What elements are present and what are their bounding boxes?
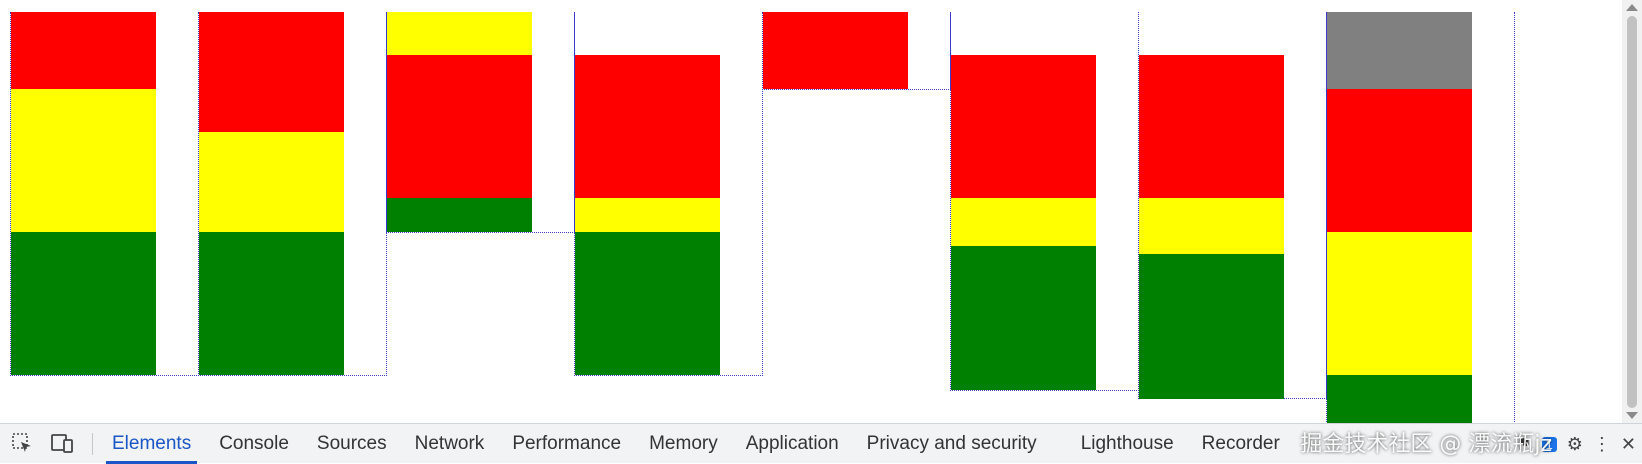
flex-container-3 (386, 12, 575, 233)
yellow-block (11, 89, 156, 232)
flex-container-5 (762, 12, 951, 90)
red-block (1327, 89, 1472, 232)
yellow-block (951, 198, 1096, 246)
toolbar-divider (92, 433, 93, 455)
vertical-scrollbar[interactable] (1622, 0, 1642, 423)
tab-sources[interactable]: Sources (316, 433, 387, 454)
issues-icon[interactable]: ⚑ (1515, 433, 1532, 454)
scrollbar-thumb[interactable] (1627, 16, 1637, 408)
red-block (575, 55, 720, 198)
tab-application[interactable]: Application (745, 433, 839, 454)
flex-container-6 (950, 12, 1139, 391)
devtools-right-actions: ⚑ 1 ⚙ ⋮ ✕ (1515, 424, 1636, 464)
yellow-block (1139, 198, 1284, 254)
green-block (11, 232, 156, 375)
gear-icon[interactable]: ⚙ (1566, 433, 1583, 454)
page-viewport (10, 12, 1515, 423)
green-block (575, 232, 720, 375)
yellow-block (387, 12, 532, 55)
devtools-toolbar: Elements Console Sources Network Perform… (0, 423, 1642, 464)
close-icon[interactable]: ✕ (1620, 433, 1636, 454)
red-block (951, 55, 1096, 198)
red-block (11, 12, 156, 89)
yellow-block (199, 132, 344, 232)
more-options-icon[interactable]: ⋮ (1592, 433, 1611, 454)
green-block (951, 246, 1096, 390)
tab-privacy-and-security[interactable]: Privacy and security (866, 433, 1037, 454)
red-block (387, 55, 532, 198)
device-toolbar-icon[interactable] (50, 432, 74, 456)
watermark: 掘金技术社区 @ 漂流瓶jz (1300, 432, 1552, 457)
green-block (1327, 375, 1472, 423)
tab-elements[interactable]: Elements (98, 424, 205, 464)
green-block (199, 232, 344, 375)
scroll-down-arrow-icon[interactable] (1626, 412, 1638, 419)
scroll-up-arrow-icon[interactable] (1626, 4, 1638, 11)
yellow-block (575, 198, 720, 232)
red-block (763, 12, 908, 89)
yellow-block (1327, 232, 1472, 375)
tab-lighthouse[interactable]: Lighthouse (1080, 433, 1174, 454)
inspect-element-icon[interactable] (10, 432, 34, 456)
red-block (1139, 55, 1284, 198)
tab-console[interactable]: Console (219, 433, 289, 454)
tab-performance[interactable]: Performance (512, 433, 622, 454)
flex-container-7 (1138, 12, 1327, 399)
tab-network[interactable]: Network (414, 433, 485, 454)
flex-container-4 (574, 12, 763, 376)
tab-recorder[interactable]: Recorder (1201, 433, 1280, 454)
devtools-tabs: Elements Console Sources Network Perform… (98, 424, 1294, 464)
flex-container-2 (198, 12, 387, 376)
flex-container-8 (1326, 12, 1515, 423)
green-block (1139, 254, 1284, 399)
gray-block (1327, 12, 1472, 89)
red-block (199, 12, 344, 132)
green-block (387, 198, 532, 232)
tab-memory[interactable]: Memory (649, 433, 718, 454)
issues-count-badge[interactable]: 1 (1541, 436, 1557, 452)
flex-container-1 (10, 12, 199, 376)
